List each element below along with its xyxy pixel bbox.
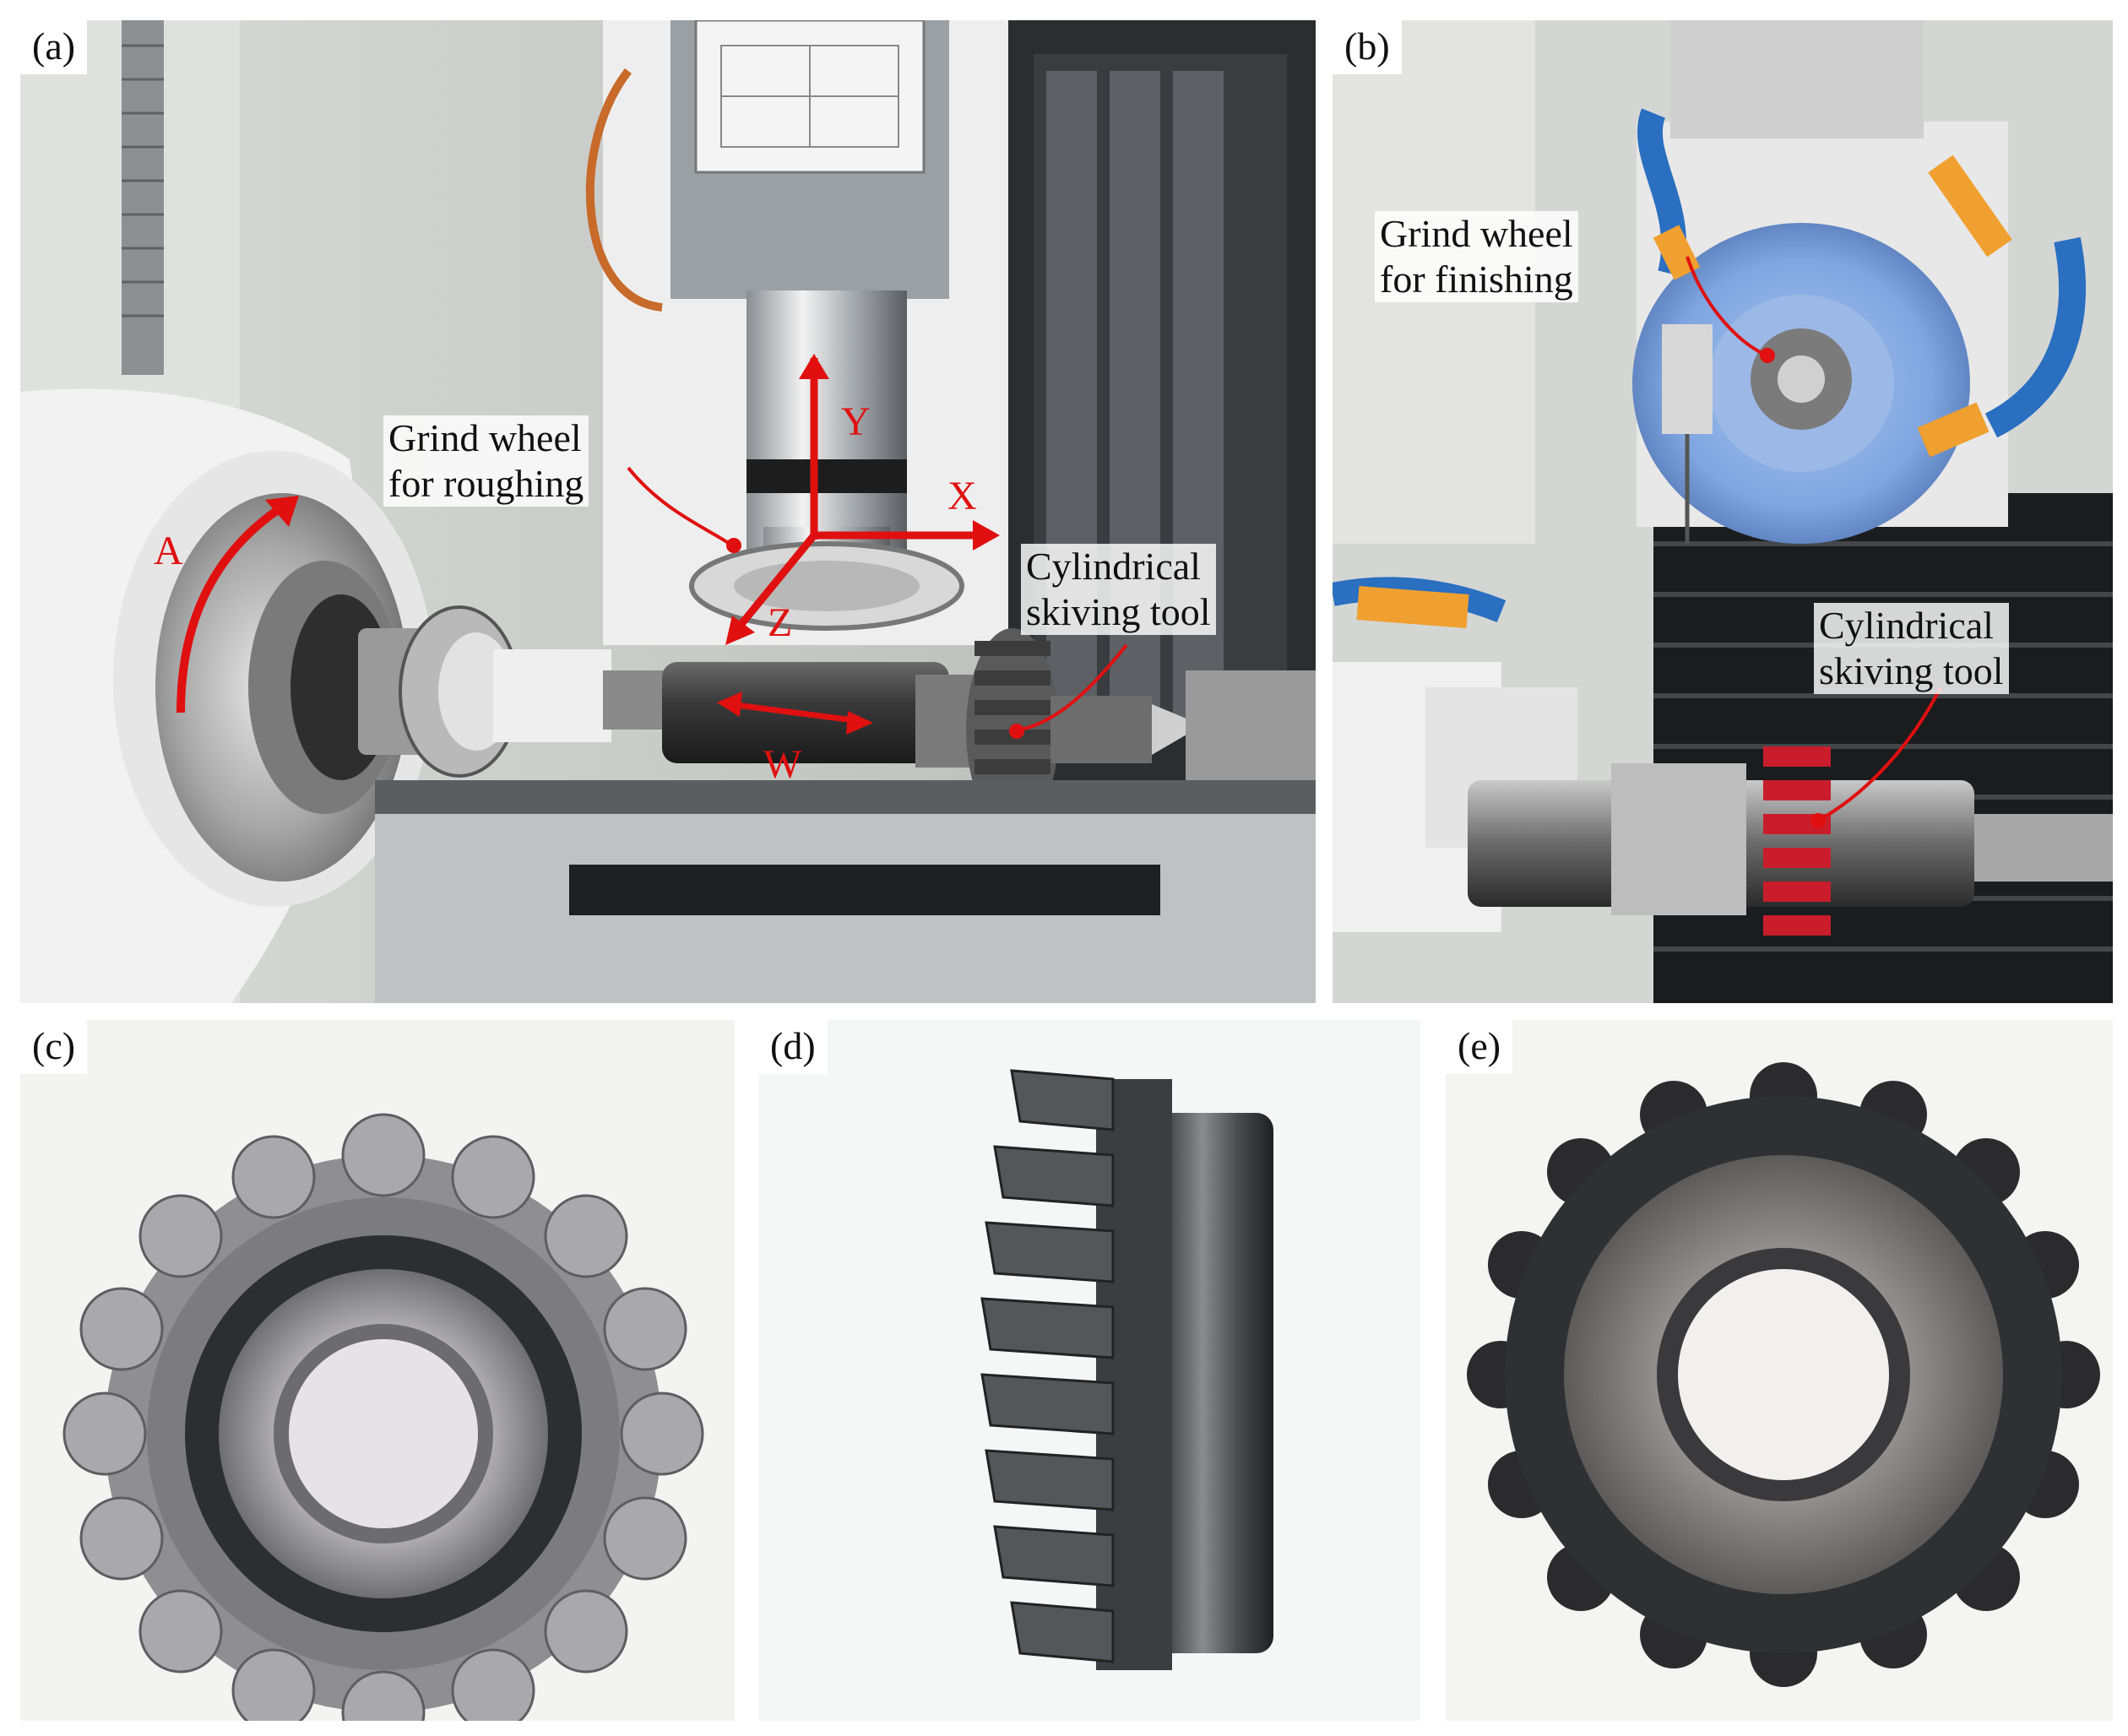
annotation-line: skiving tool [1021, 589, 1216, 635]
panel-e-photo [1467, 1062, 2100, 1687]
panel-b-photo [1333, 20, 2113, 1003]
annotation-line: for roughing [383, 461, 589, 507]
panel-e: (e) [1446, 1020, 2113, 1721]
panel-a-photo [20, 20, 1316, 1003]
axis-label-x: X [947, 474, 977, 518]
panel-b: (b) Grind wheel for finishing Cylindrica… [1333, 20, 2113, 1003]
annotation-line: Cylindrical [1021, 544, 1216, 589]
annotation-skiving-tool-b: Cylindrical skiving tool [1814, 603, 2009, 694]
axis-label-w: W [763, 742, 802, 787]
panel-c-photo [62, 1113, 704, 1721]
annotation-line: Cylindrical [1814, 603, 2009, 648]
annotation-line: for finishing [1375, 257, 1578, 302]
panel-d: (d) [758, 1020, 1420, 1721]
annotation-line: Grind wheel [1375, 211, 1578, 257]
panel-c-label: (c) [20, 1020, 88, 1074]
panel-d-label: (d) [758, 1020, 828, 1074]
panel-e-label: (e) [1446, 1020, 1513, 1074]
annotation-grind-wheel-finishing: Grind wheel for finishing [1375, 211, 1578, 302]
axis-label-y: Y [841, 399, 871, 444]
annotation-skiving-tool-a: Cylindrical skiving tool [1021, 544, 1216, 635]
panel-c: (c) [20, 1020, 735, 1721]
panel-a-label: (a) [20, 20, 88, 74]
annotation-grind-wheel-roughing: Grind wheel for roughing [383, 415, 589, 507]
panel-d-photo [980, 1069, 1273, 1670]
annotation-line: Grind wheel [383, 415, 589, 461]
axis-label-a: A [154, 529, 183, 573]
panel-a: (a) Grind wheel for roughing Cylindrical… [20, 20, 1316, 1003]
panel-b-label: (b) [1333, 20, 1402, 74]
axis-label-z: Z [768, 600, 793, 645]
annotation-line: skiving tool [1814, 648, 2009, 694]
